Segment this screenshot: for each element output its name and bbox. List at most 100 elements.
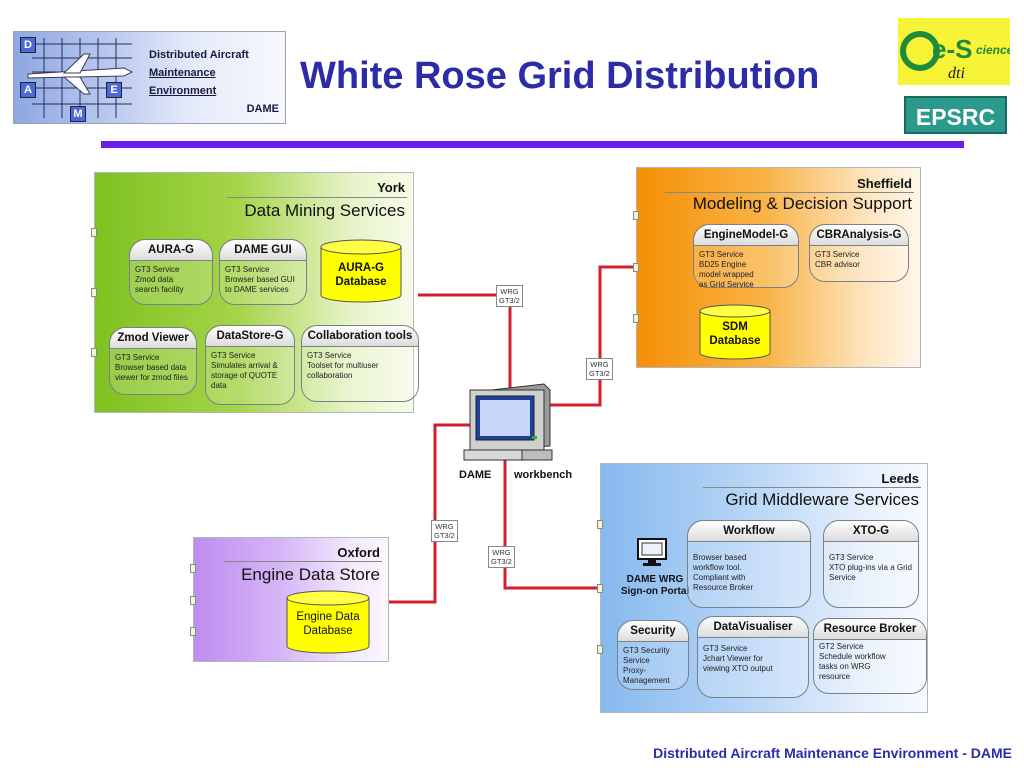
- service-title: Workflow: [688, 521, 810, 542]
- logo-line-3: DAME: [246, 103, 279, 115]
- service-desc: GT3 Service Simulates arrival & storage …: [211, 351, 278, 390]
- dame-logo: D A E M Distributed Aircraft Maintenance…: [13, 31, 286, 124]
- sheffield-name: Sheffield: [857, 176, 912, 191]
- page-title: White Rose Grid Distribution: [300, 55, 820, 97]
- logo-line-1: Distributed Aircraft: [149, 49, 249, 61]
- service-desc: GT3 Service CBR advisor: [815, 250, 860, 269]
- service-title: Zmod Viewer: [110, 328, 196, 349]
- service-desc: GT3 Service Toolset for multiuser collab…: [307, 351, 379, 380]
- port-tab: [633, 211, 639, 220]
- logo-text: Distributed Aircraft Maintenance Environ…: [149, 46, 279, 118]
- service-desc: Browser based workflow tool. Compliant w…: [693, 553, 754, 592]
- link-label-leeds: WRG GT3/2: [488, 546, 515, 568]
- service-enginemodel-g: EngineModel-G GT3 Service BD25 Engine mo…: [693, 224, 799, 289]
- service-title: Resource Broker: [814, 619, 926, 640]
- service-title: CBRAnalysis-G: [810, 225, 908, 246]
- dame-grid-graphic: [27, 38, 134, 118]
- service-desc: GT3 Service Jchart Viewer for viewing XT…: [703, 644, 773, 673]
- port-tab: [633, 263, 639, 272]
- port-tab: [597, 584, 603, 593]
- service-desc: GT3 Service Zmod data search facility: [135, 265, 184, 294]
- workbench-label-right: workbench: [514, 469, 573, 481]
- link-label-york: WRG GT3/2: [496, 285, 523, 307]
- port-tab: [597, 645, 603, 654]
- monitor-icon: [637, 538, 667, 568]
- sheffield-rule: [665, 192, 914, 193]
- title-divider: [101, 141, 964, 148]
- service-desc: GT3 Service Browser based data viewer fo…: [115, 353, 188, 382]
- engine-data-database: Engine Data Database: [286, 590, 370, 654]
- database-icon: [699, 304, 771, 360]
- workbench-computer-icon[interactable]: [460, 376, 556, 462]
- service-title: EngineModel-G: [694, 225, 798, 246]
- leeds-name: Leeds: [881, 471, 919, 486]
- leeds-panel: Leeds Grid Middleware Services DAME WRG …: [600, 463, 928, 713]
- service-desc: GT2 Service Schedule workflow tasks on W…: [819, 642, 886, 681]
- footer-text: Distributed Aircraft Maintenance Environ…: [653, 745, 1012, 761]
- oxford-subtitle: Engine Data Store: [241, 565, 380, 584]
- sheffield-subtitle: Modeling & Decision Support: [692, 194, 912, 213]
- service-zmod-viewer: Zmod Viewer GT3 Service Browser based da…: [109, 327, 197, 395]
- leeds-subtitle: Grid Middleware Services: [725, 490, 919, 509]
- service-title: XTO-G: [824, 521, 918, 542]
- port-tab: [190, 627, 196, 636]
- database-icon: [286, 590, 370, 654]
- port-tab: [597, 520, 603, 529]
- svg-text:dti: dti: [948, 65, 965, 82]
- york-name: York: [377, 180, 405, 195]
- service-dame-gui: DAME GUI GT3 Service Browser based GUI t…: [219, 239, 307, 305]
- oxford-rule: [224, 561, 382, 562]
- epsrc-logo: EPSRC: [904, 96, 1007, 134]
- service-title: Security: [618, 621, 688, 642]
- svg-text:cience: cience: [976, 43, 1010, 57]
- port-tab: [91, 348, 97, 357]
- service-title: AURA-G: [130, 240, 212, 261]
- link-sheffield: [550, 265, 636, 407]
- port-tab: [633, 314, 639, 323]
- service-xto-g: XTO-G GT3 Service XTO plug-ins via a Gri…: [823, 520, 919, 608]
- workbench-label-left: DAME: [459, 469, 492, 481]
- service-desc: GT3 Service XTO plug-ins via a Grid Serv…: [829, 553, 912, 582]
- york-subtitle: Data Mining Services: [244, 201, 405, 220]
- service-title: DAME GUI: [220, 240, 306, 261]
- service-datavisualiser: DataVisualiser GT3 Service Jchart Viewer…: [697, 616, 809, 698]
- link-leeds: [503, 455, 604, 590]
- service-workflow: Workflow Browser based workflow tool. Co…: [687, 520, 811, 608]
- service-resource-broker: Resource Broker GT2 Service Schedule wor…: [813, 618, 927, 694]
- escience-graphic: e-S cience dti: [900, 31, 1010, 82]
- service-datastore-g: DataStore-G GT3 Service Simulates arriva…: [205, 325, 295, 405]
- logo-letter-d: D: [20, 37, 36, 53]
- oxford-panel: Oxford Engine Data Store Engine Data Dat…: [193, 537, 389, 662]
- sheffield-panel: Sheffield Modeling & Decision Support En…: [636, 167, 921, 368]
- service-desc: GT3 Service Browser based GUI to DAME se…: [225, 265, 295, 294]
- service-title: DataStore-G: [206, 326, 294, 347]
- logo-letter-e: E: [106, 82, 122, 98]
- leeds-rule: [703, 487, 921, 488]
- aura-g-database: AURA-G Database: [320, 239, 402, 303]
- service-desc: GT3 Service BD25 Engine model wrapped as…: [699, 250, 754, 289]
- sdm-database: SDM Database: [699, 304, 771, 360]
- logo-line-2: Maintenance Environment: [149, 67, 217, 97]
- port-tab: [190, 596, 196, 605]
- escience-dti-logo: e-S cience dti: [898, 18, 1010, 85]
- link-oxford: [389, 423, 470, 604]
- port-tab: [91, 288, 97, 297]
- port-tab: [190, 564, 196, 573]
- logo-letter-m: M: [70, 106, 86, 122]
- database-label: AURA-G Database: [335, 262, 387, 288]
- svg-text:e-S: e-S: [932, 34, 972, 64]
- service-security: Security GT3 Security Service Proxy- Man…: [617, 620, 689, 690]
- oxford-name: Oxford: [337, 545, 380, 560]
- service-title: DataVisualiser: [698, 617, 808, 638]
- service-cbranalysis-g: CBRAnalysis-G GT3 Service CBR advisor: [809, 224, 909, 282]
- database-label: Engine Data Database: [296, 611, 360, 637]
- port-tab: [91, 228, 97, 237]
- service-title: Collaboration tools: [302, 326, 418, 347]
- service-desc: GT3 Security Service Proxy- Management: [623, 646, 670, 685]
- york-panel: York Data Mining Services AURA-G GT3 Ser…: [94, 172, 419, 413]
- logo-letter-a: A: [20, 82, 36, 98]
- link-label-sheffield: WRG GT3/2: [586, 358, 613, 380]
- sign-on-portal[interactable]: DAME WRG Sign-on Portal: [620, 574, 690, 597]
- link-label-oxford: WRG GT3/2: [431, 520, 458, 542]
- service-aura-g: AURA-G GT3 Service Zmod data search faci…: [129, 239, 213, 305]
